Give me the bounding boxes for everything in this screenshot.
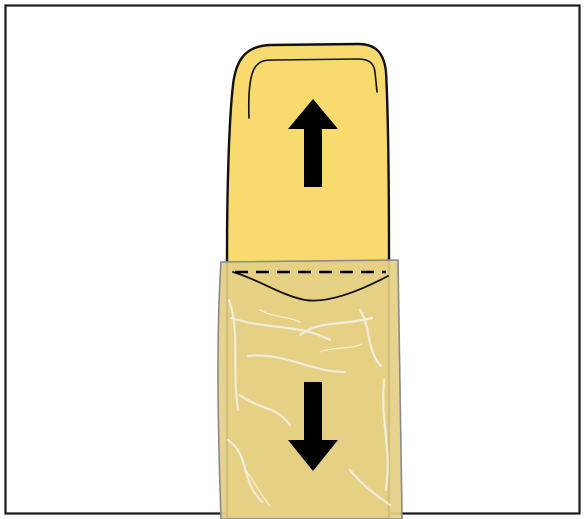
sleeve-top-edge bbox=[232, 271, 389, 302]
arrow-up-icon bbox=[288, 99, 338, 187]
sleeve-wrinkles bbox=[226, 298, 392, 507]
object-top-highlight bbox=[247, 58, 378, 119]
sleeve-wrinkles-light bbox=[244, 309, 363, 507]
arrow-down-icon bbox=[288, 382, 338, 471]
